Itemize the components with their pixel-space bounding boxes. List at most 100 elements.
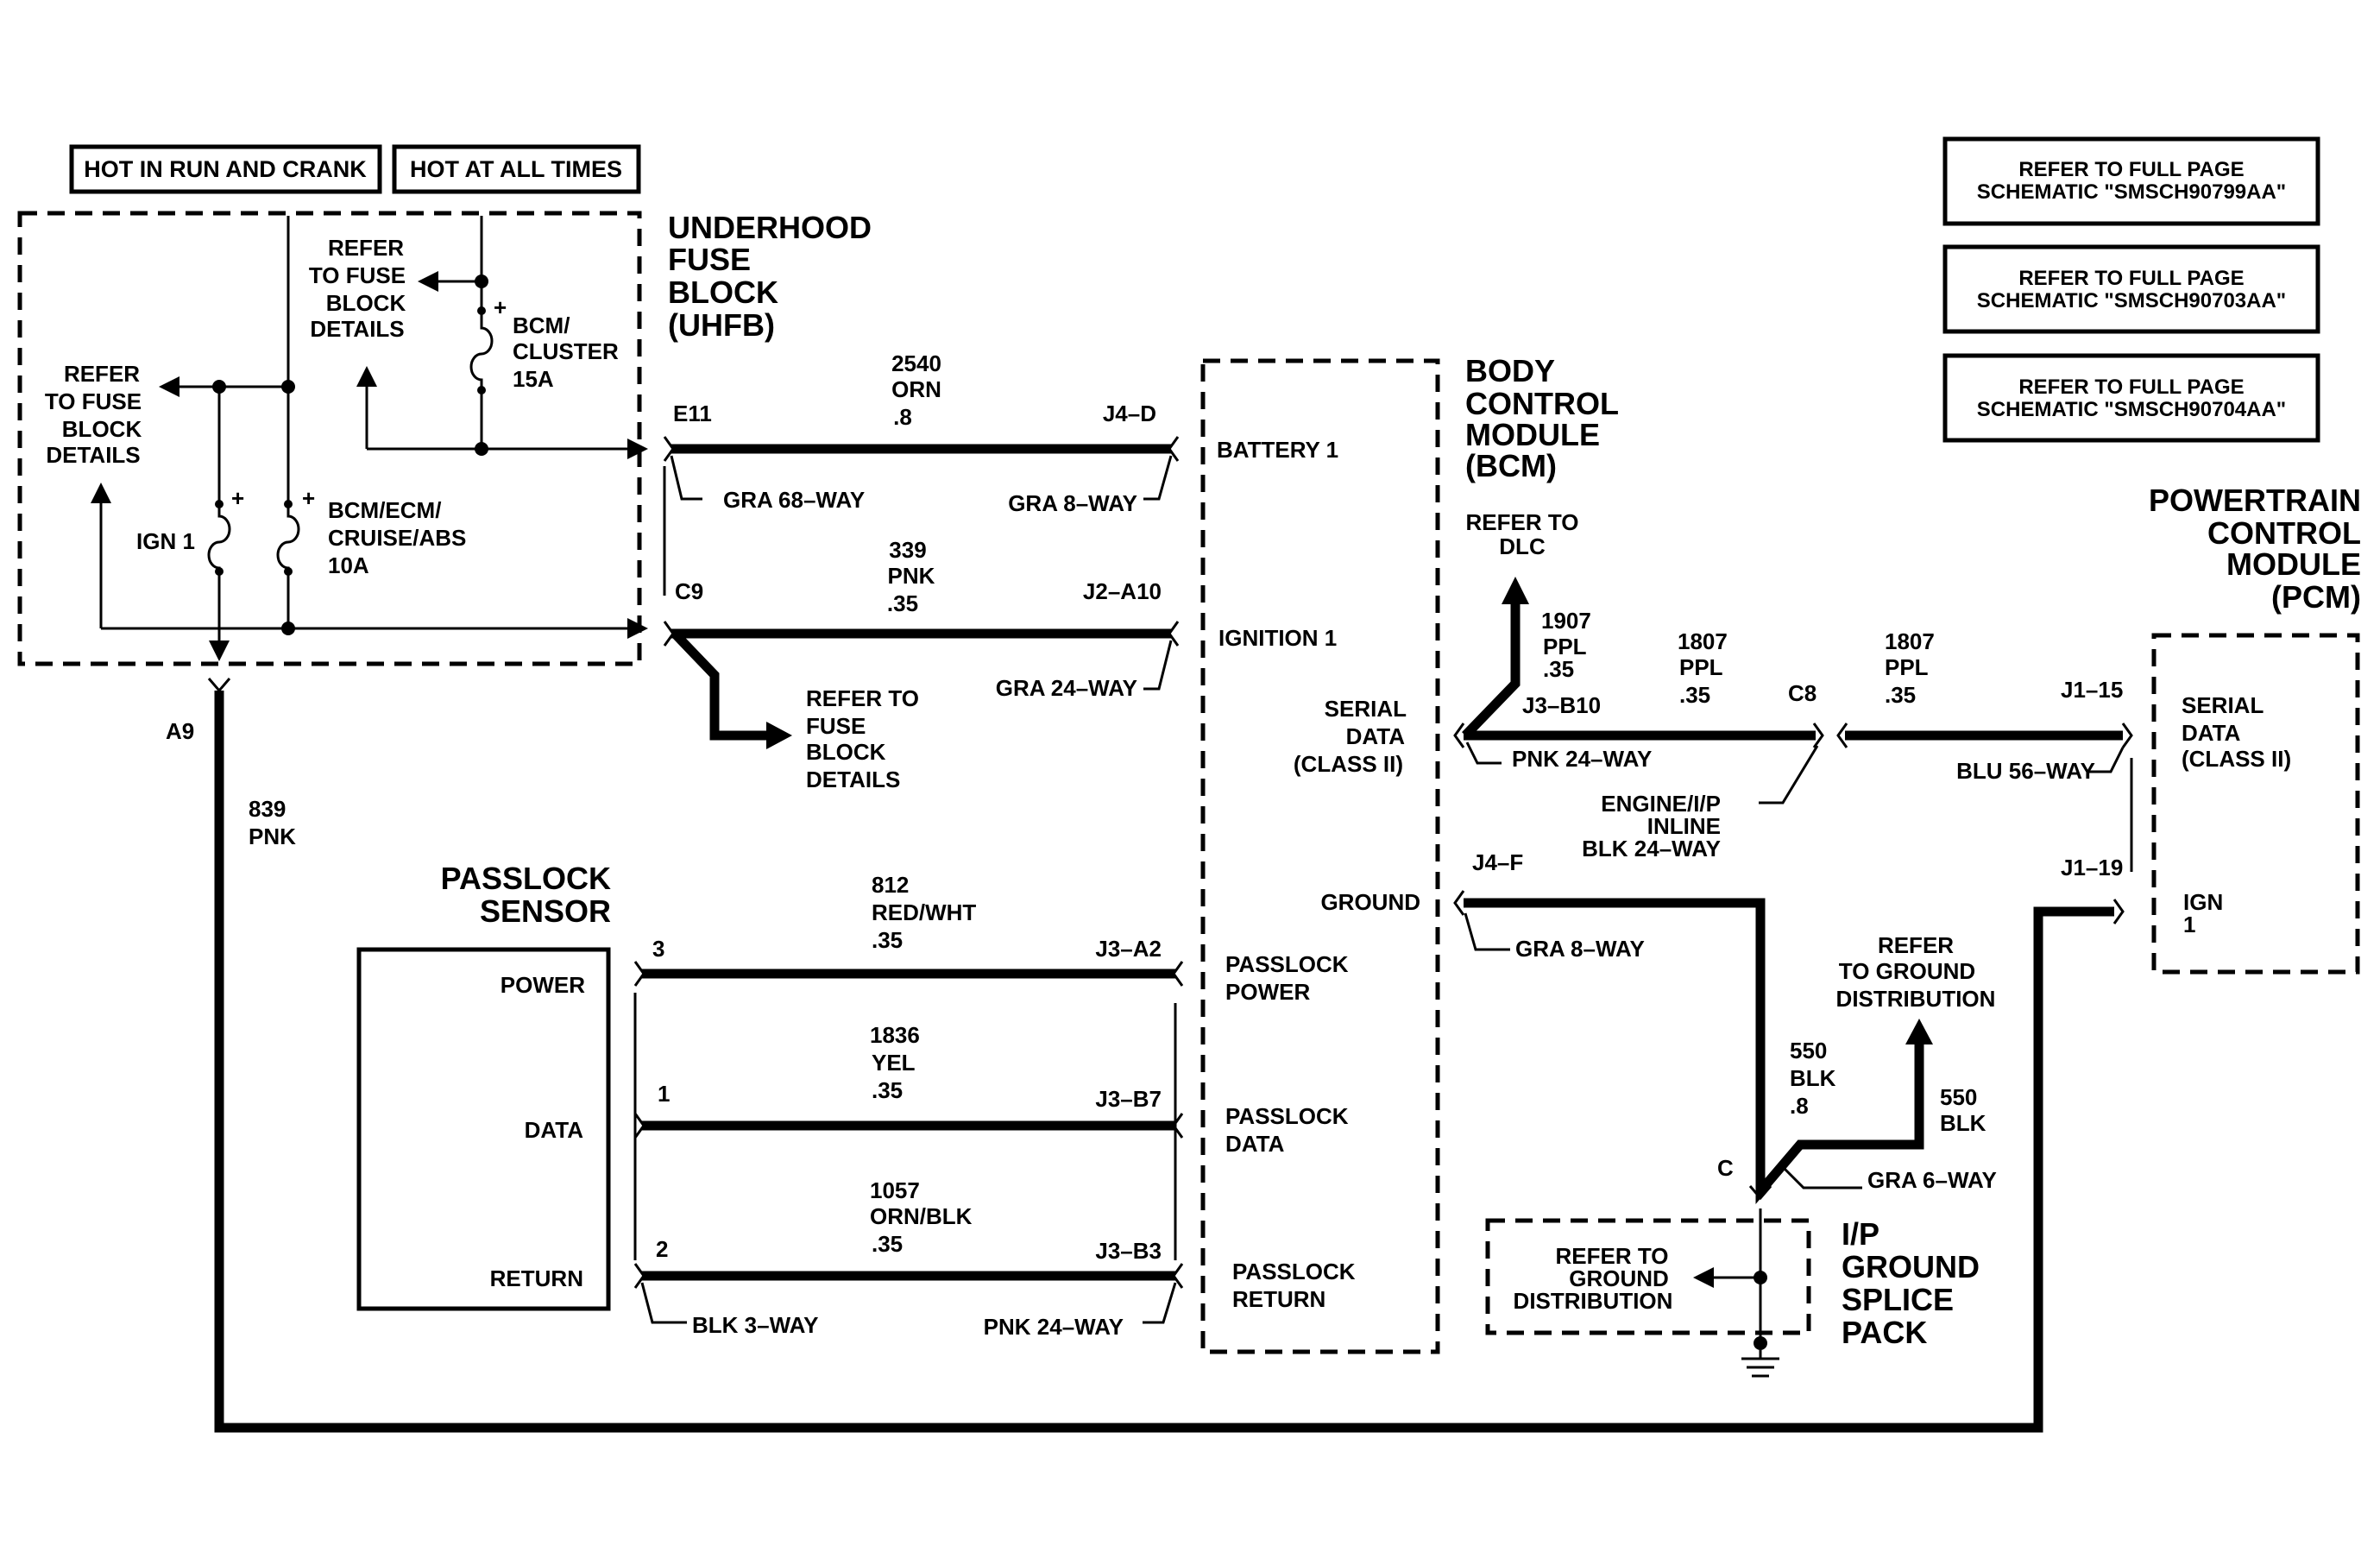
- c2540-right-pin: J4–D: [1103, 401, 1156, 426]
- pcm-ign-1: IGN: [2183, 889, 2223, 915]
- refer-fuse-top-1: REFER: [328, 235, 404, 261]
- fuse-15a-line3: 15A: [513, 366, 554, 392]
- bcm-pl-return-2: RETURN: [1232, 1286, 1325, 1312]
- c812-num: 812: [872, 872, 909, 898]
- inline-2: INLINE: [1647, 813, 1721, 839]
- c1907-gauge: .35: [1543, 656, 1574, 682]
- refer-fuse-mid-2: FUSE: [806, 713, 866, 739]
- pcm-outline: [2151, 633, 2360, 975]
- bcm-pl-return-1: PASSLOCK: [1232, 1259, 1356, 1284]
- c1807b-color: PPL: [1885, 654, 1929, 680]
- bcm-serial-1: SERIAL: [1325, 696, 1407, 722]
- c1807a-gauge: .35: [1679, 682, 1710, 708]
- bcm-serial-2: DATA: [1346, 723, 1406, 749]
- circuit-839: A9 839 PNK: [166, 678, 2125, 1433]
- bcm-title-1: BODY: [1465, 353, 1555, 388]
- passlock-data-label: DATA: [525, 1117, 584, 1143]
- circuit-1057: 1057 ORN/BLK .35 2 J3–B3 BLK 3–WAY PNK 2…: [633, 1177, 1184, 1340]
- refer-fuse-left-4: DETAILS: [46, 442, 140, 468]
- fuse-10a-line3: 10A: [328, 552, 369, 578]
- c1807a-color: PPL: [1679, 654, 1723, 680]
- hot-all-label: HOT AT ALL TIMES: [410, 156, 622, 182]
- fuse-ign1-label: IGN 1: [136, 528, 195, 554]
- c339-num: 339: [889, 537, 926, 563]
- pcm-title-3: MODULE: [2226, 546, 2361, 582]
- c1807a-num: 1807: [1678, 628, 1728, 654]
- c550a-num: 550: [1790, 1038, 1827, 1063]
- bcm-pins: BATTERY 1 IGNITION 1 SERIAL DATA (CLASS …: [1217, 437, 1420, 1312]
- c2540-left-pin: E11: [673, 401, 712, 426]
- c1836-gauge: .35: [872, 1077, 903, 1103]
- c839-num: 839: [249, 796, 286, 822]
- refer-fuse-top-2: TO FUSE: [309, 262, 406, 288]
- c2540-num: 2540: [891, 350, 941, 376]
- refer-box-2-line1: REFER TO FULL PAGE: [2018, 267, 2244, 290]
- refer-box-1-line1: REFER TO FULL PAGE: [2018, 158, 2244, 181]
- uhfb-title: UNDERHOOD FUSE BLOCK (UHFB): [668, 210, 872, 343]
- uhfb-title-1: UNDERHOOD: [668, 210, 872, 245]
- bcm-pl-data-2: DATA: [1225, 1131, 1285, 1157]
- refer-box-3: REFER TO FULL PAGE SCHEMATIC "SMSCH90704…: [1942, 353, 2320, 443]
- passlock-title-1: PASSLOCK: [441, 861, 611, 896]
- fuse-ign1-plus: +: [231, 485, 244, 511]
- pcm-title-2: CONTROL: [2207, 515, 2361, 551]
- circuit-1836: 1836 YEL .35 1 J3–B7: [633, 1022, 1184, 1139]
- pin-c: C: [1717, 1155, 1734, 1181]
- c8-label: C8: [1788, 680, 1816, 706]
- c339-gauge: .35: [887, 590, 918, 616]
- pcm-serial-2: DATA: [2182, 720, 2241, 746]
- gra-8-way-ground: GRA 8–WAY: [1515, 936, 1645, 962]
- passlock-sensor: PASSLOCK SENSOR POWER DATA RETURN: [356, 861, 611, 1311]
- passlock-return-label: RETURN: [490, 1265, 583, 1291]
- uhfb-title-4: (UHFB): [668, 307, 775, 343]
- splice-title-2: GROUND: [1842, 1249, 1980, 1284]
- bcm-title-4: (BCM): [1465, 448, 1557, 483]
- splice-title-4: PACK: [1842, 1315, 1927, 1350]
- splice-title-1: I/P: [1842, 1216, 1879, 1252]
- splice-refer-1: REFER TO: [1556, 1243, 1669, 1269]
- fuse-15a-plus: +: [494, 294, 507, 320]
- c1057-right-pin: J3–B3: [1095, 1238, 1162, 1264]
- uhfb-labels: REFER TO FUSE BLOCK DETAILS REFER TO FUS…: [45, 235, 619, 578]
- fuse-10a-line1: BCM/ECM/: [328, 497, 441, 523]
- c812-left-pin: 3: [652, 936, 664, 962]
- bcm-outline: [1200, 358, 1440, 1354]
- c550b-color: BLK: [1940, 1110, 1986, 1136]
- refer-fuse-top-3: BLOCK: [326, 290, 406, 316]
- hot-at-all-times-box: HOT AT ALL TIMES: [392, 144, 641, 194]
- fuse-10a-plus: +: [302, 485, 315, 511]
- hot-in-run-crank-box: HOT IN RUN AND CRANK: [69, 144, 382, 194]
- refer-fuse-top-4: DETAILS: [310, 316, 404, 342]
- uhfb-internal-wiring: [91, 216, 648, 661]
- pin-j4-f: J4–F: [1472, 849, 1523, 875]
- bcm-battery-label: BATTERY 1: [1217, 437, 1338, 463]
- c1057-gauge: .35: [872, 1231, 903, 1257]
- c2540-right-conn: GRA 8–WAY: [1008, 490, 1137, 516]
- bcm-pl-power-2: POWER: [1225, 979, 1310, 1005]
- pnk-24-way-label: PNK 24–WAY: [1512, 746, 1652, 772]
- refer-ground-3: DISTRIBUTION: [1836, 986, 1996, 1012]
- c1836-color: YEL: [872, 1050, 916, 1076]
- c839-pin: A9: [166, 718, 194, 744]
- refer-box-3-line2: SCHEMATIC "SMSCH90704AA": [1977, 398, 2286, 421]
- c1057-color: ORN/BLK: [870, 1203, 973, 1229]
- c1057-left-conn: BLK 3–WAY: [692, 1312, 818, 1338]
- c339-color: PNK: [888, 563, 935, 589]
- ip-ground-splice-pack: REFER TO GROUND DISTRIBUTION I/P GROUND …: [1485, 1208, 1980, 1378]
- pin-j1-19: J1–19: [2061, 855, 2123, 880]
- circuit-2540: 2540 ORN .8 E11 J4–D GRA 68–WAY GRA 8–WA…: [663, 350, 1180, 516]
- splice-refer-3: DISTRIBUTION: [1514, 1288, 1673, 1314]
- pcm-title-1: POWERTRAIN: [2149, 483, 2361, 518]
- refer-box-2: REFER TO FULL PAGE SCHEMATIC "SMSCH90703…: [1942, 244, 2320, 334]
- c1807b-gauge: .35: [1885, 682, 1916, 708]
- fuse-15a-line1: BCM/: [513, 312, 570, 338]
- bcm-title: BODY CONTROL MODULE (BCM): [1465, 353, 1619, 483]
- splice-title-3: SPLICE: [1842, 1282, 1954, 1317]
- fuse-15a-line2: CLUSTER: [513, 338, 619, 364]
- refer-ground-1: REFER: [1878, 932, 1954, 958]
- bcm-pl-data-1: PASSLOCK: [1225, 1103, 1349, 1129]
- passlock-title-2: SENSOR: [480, 893, 611, 929]
- c1836-num: 1836: [870, 1022, 920, 1048]
- c2540-color: ORN: [891, 376, 941, 402]
